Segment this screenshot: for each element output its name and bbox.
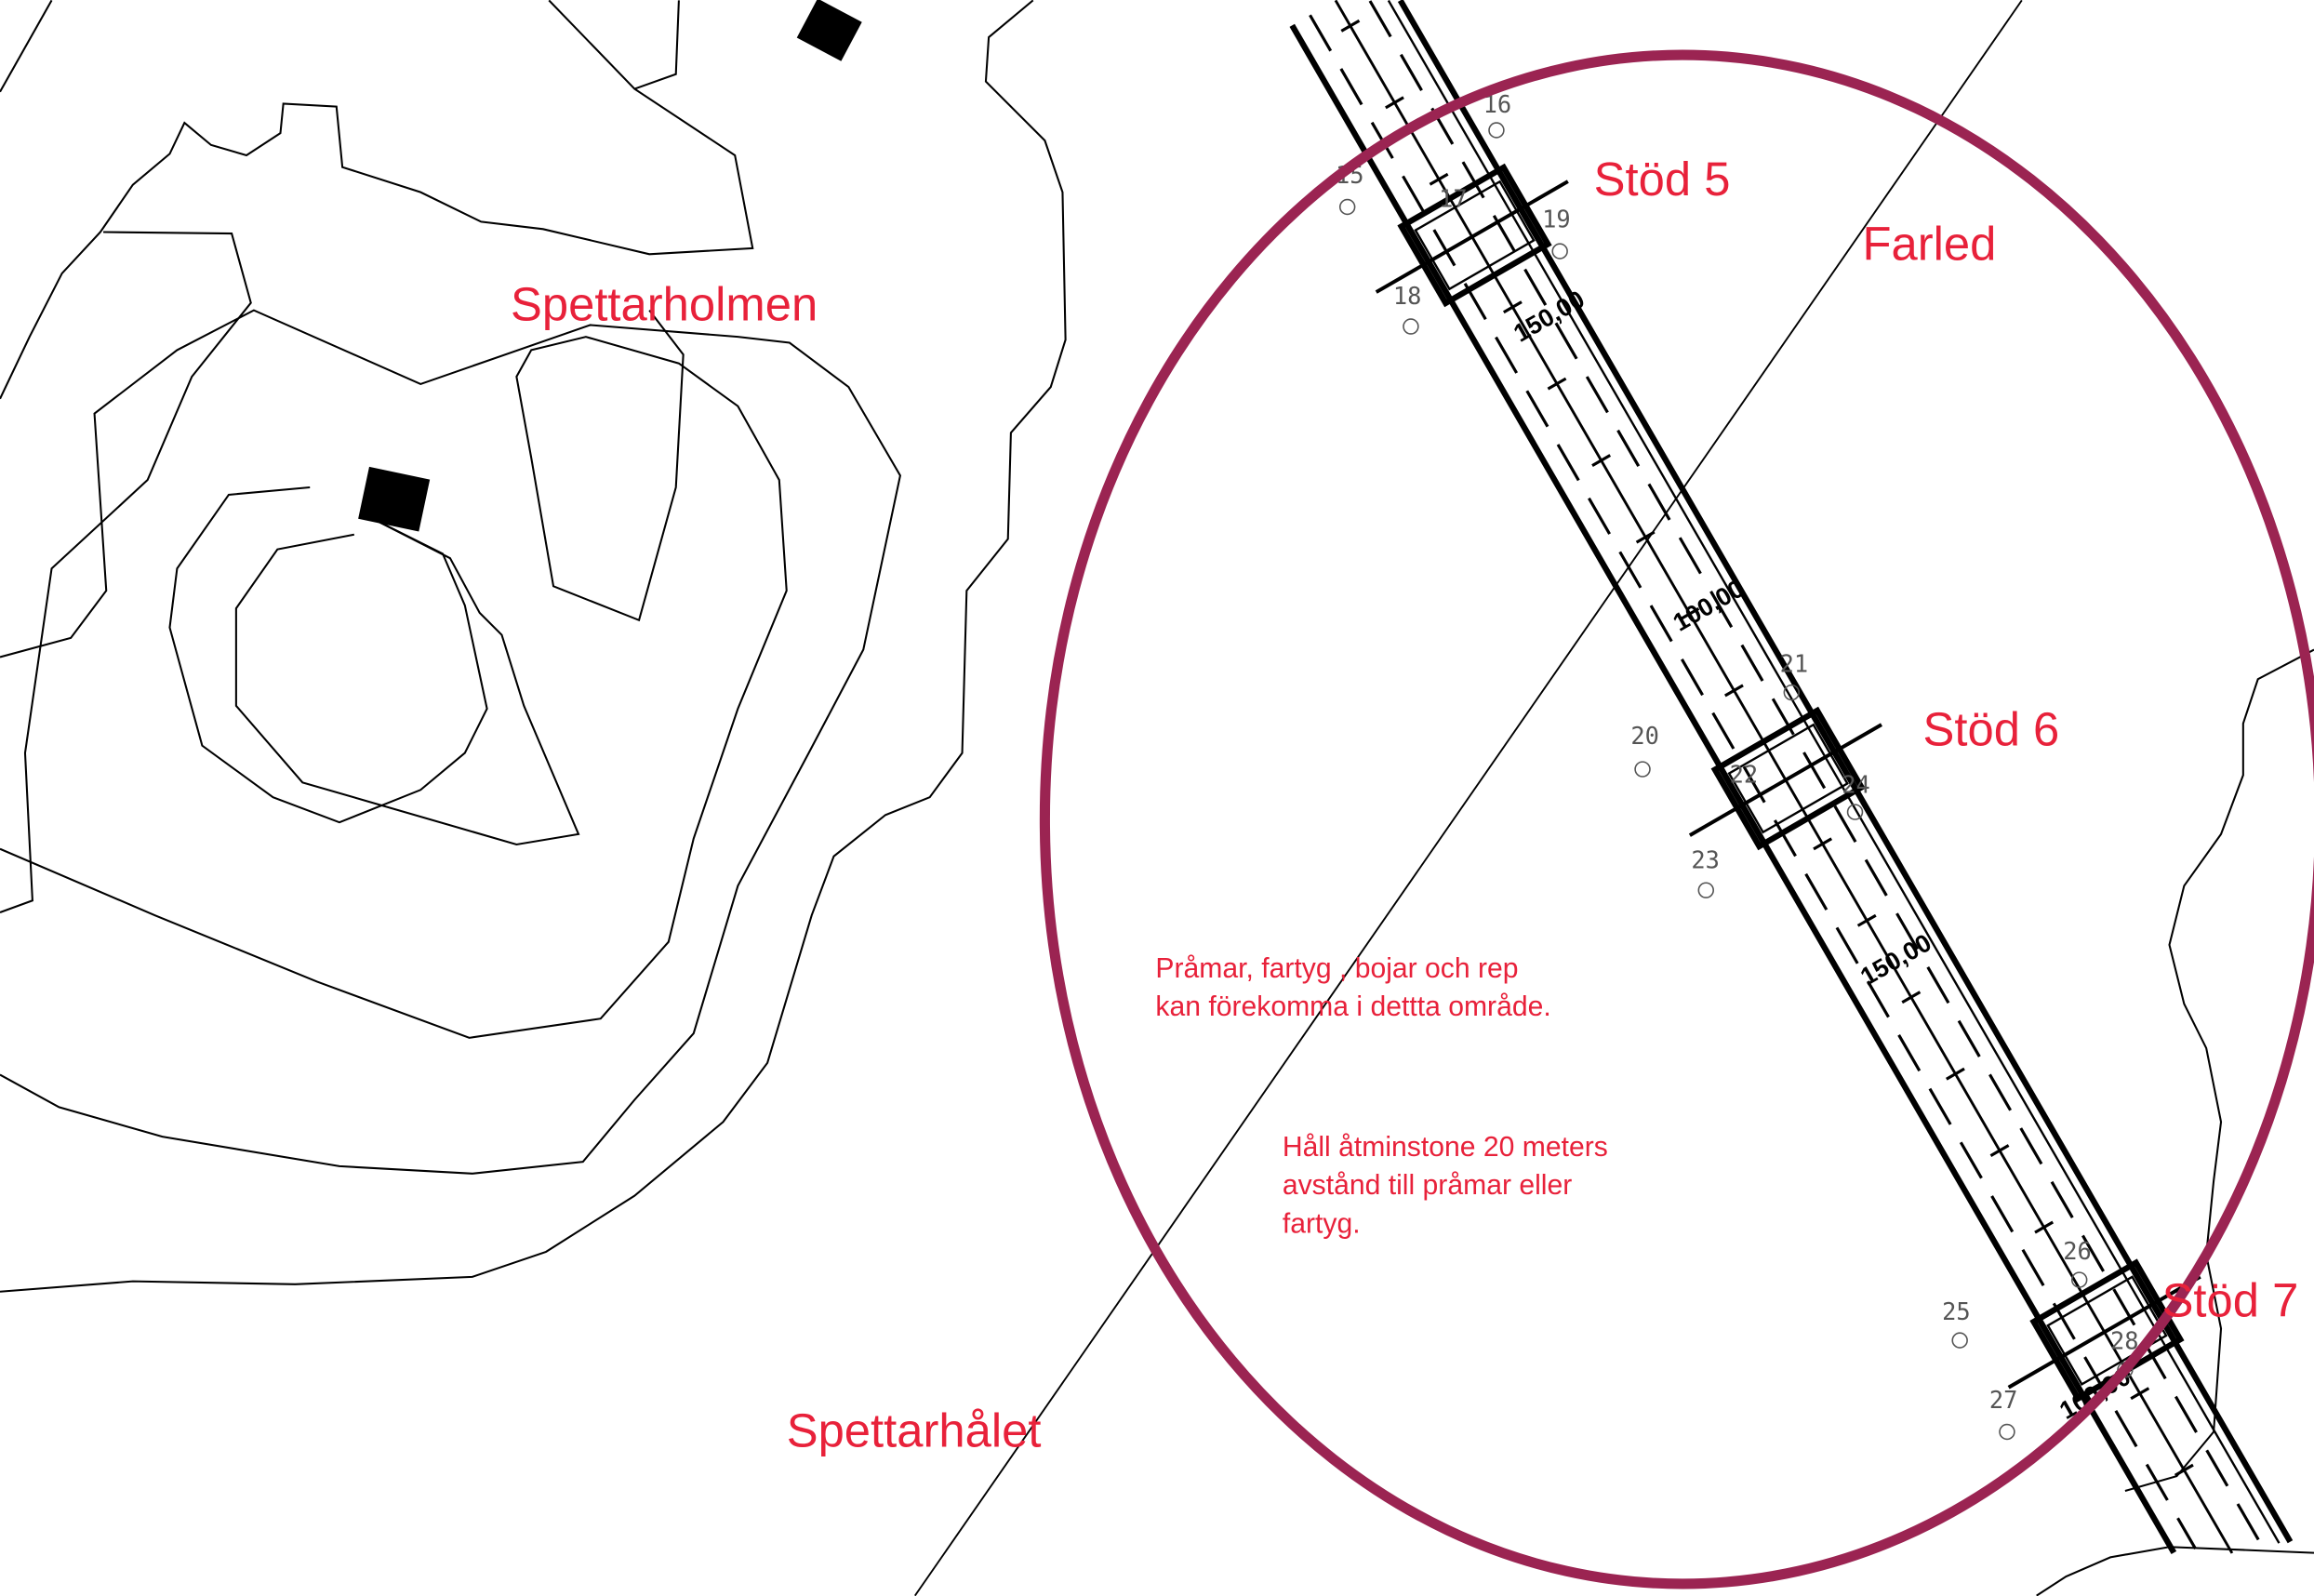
fairway-label: Farled [1862,218,1996,271]
distance-note: Håll åtminstone 20 meters avstånd till p… [1283,1132,1608,1240]
svg-text:avstånd till pråmar eller: avstånd till pråmar eller [1283,1170,1572,1201]
building-icon [796,0,862,61]
pier-7-label: Stöd 7 [2162,1274,2299,1327]
svg-text:fartyg.: fartyg. [1283,1208,1361,1239]
strait-label: Spettarhålet [787,1403,1042,1456]
svg-text:Pråmar, fartyg , bojar och rep: Pråmar, fartyg , bojar och rep [1155,953,1518,984]
dimension-label: 150,00 [1855,928,1935,991]
svg-text:24: 24 [1842,770,1870,798]
pier-5 [1375,163,1569,308]
svg-text:21: 21 [1780,649,1809,677]
svg-text:28: 28 [2110,1327,2139,1355]
restricted-zone-ellipse [1040,49,2314,1589]
svg-text:23: 23 [1691,845,1720,873]
pier-6-label: Stöd 6 [1923,703,2060,756]
svg-text:20: 20 [1630,722,1659,750]
svg-text:27: 27 [1989,1386,2018,1414]
svg-text:26: 26 [2063,1237,2092,1265]
pier-6 [1688,706,1883,851]
svg-text:25: 25 [1942,1297,1971,1325]
svg-text:19: 19 [1542,206,1571,233]
svg-text:18: 18 [1393,282,1422,310]
svg-text:kan förekomma i dettta område.: kan förekomma i dettta område. [1155,991,1550,1022]
fairway-line [913,0,2023,1596]
svg-text:22: 22 [1730,760,1759,788]
bridge [1289,0,2294,1555]
building-icon [358,466,431,532]
island-label: Spettarholmen [511,278,818,331]
hazard-note: Pråmar, fartyg , bojar och rep kan förek… [1155,953,1550,1022]
pier-5-label: Stöd 5 [1594,153,1731,206]
svg-text:Håll åtminstone 20 meters: Håll åtminstone 20 meters [1283,1132,1608,1163]
dimension-label: 150,00 [1509,285,1589,347]
survey-points: 15 16 17 18 19 20 21 22 23 24 25 26 27 2… [1336,90,2139,1441]
svg-text:17: 17 [1439,185,1468,213]
